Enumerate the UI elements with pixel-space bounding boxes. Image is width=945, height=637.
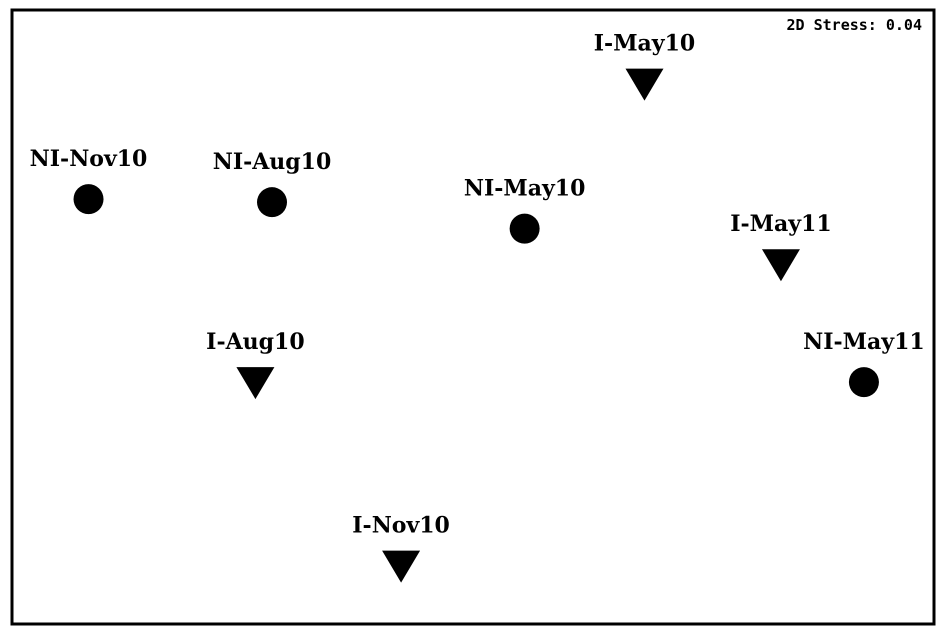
point-label-ni-may10: NI-May10 [464,176,586,202]
point-i-nov10 [382,550,421,583]
point-i-aug10 [236,367,275,400]
stress-annotation: 2D Stress: 0.04 [787,16,922,34]
point-i-may11 [761,249,800,282]
point-label-i-may11: I-May11 [730,211,831,237]
point-ni-may10 [509,213,540,244]
point-label-ni-may11: NI-May11 [803,329,925,355]
point-label-i-nov10: I-Nov10 [352,513,450,539]
point-ni-may11 [848,367,879,398]
plot-frame [10,8,936,626]
point-label-i-may10: I-May10 [594,31,695,57]
point-label-ni-aug10: NI-Aug10 [213,149,332,175]
point-label-ni-nov10: NI-Nov10 [30,146,148,172]
point-ni-aug10 [257,187,288,218]
point-i-may10 [625,68,664,101]
point-label-i-aug10: I-Aug10 [206,329,304,355]
point-ni-nov10 [73,184,104,215]
